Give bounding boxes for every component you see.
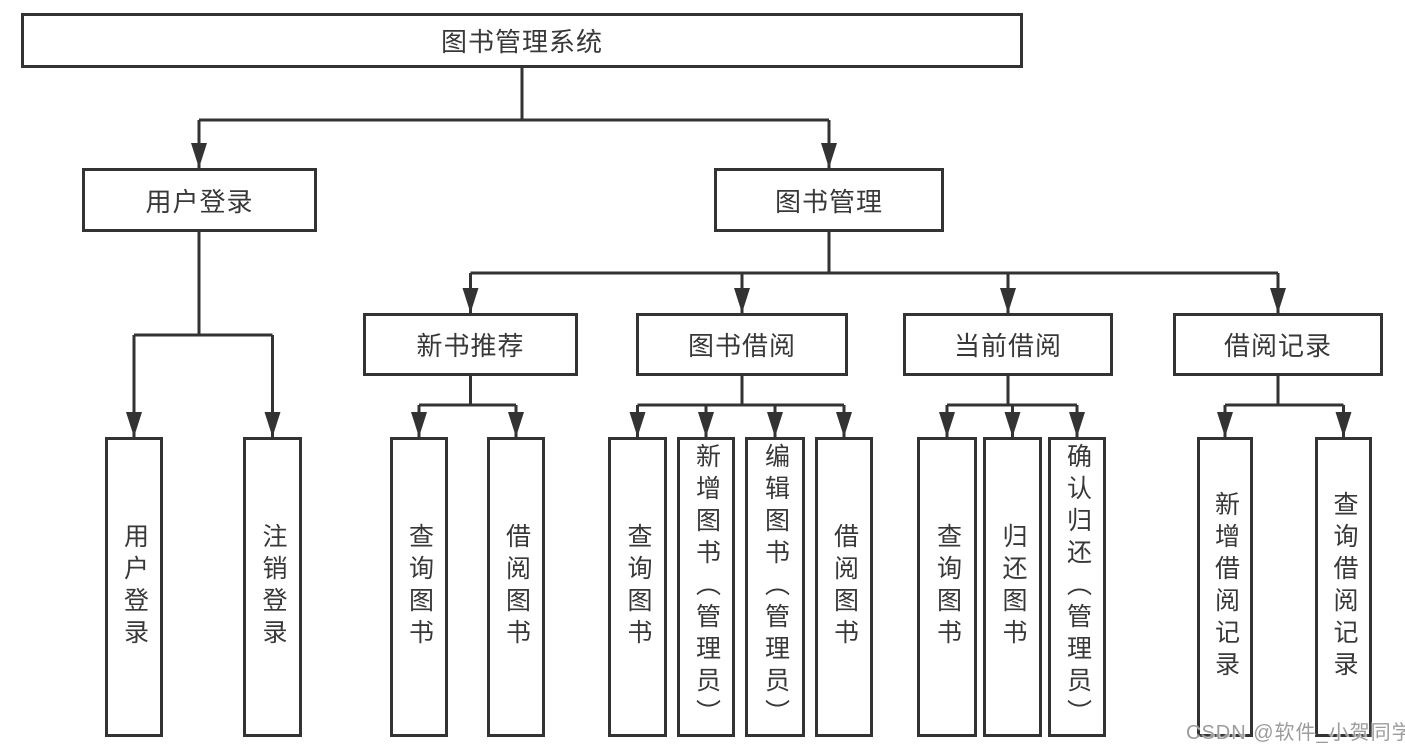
leaf-add-borrow-record-label: 新增借阅记录 [1211,491,1240,683]
leaf-edit-books-admin-label: 编辑图书（管理员） [761,443,790,731]
leaf-user-login-label: 用户登录 [120,523,149,651]
leaf-add-books-admin: 新增图书（管理员） [677,437,735,737]
connector-user-login-branch [126,232,281,437]
leaf-logout-login: 注销登录 [243,437,302,737]
leaf-edit-books-admin: 编辑图书（管理员） [745,437,805,737]
leaf-logout-login-label: 注销登录 [259,523,287,651]
leaf-add-books-admin-label: 新增图书（管理员） [692,443,721,731]
leaf-add-borrow-record: 新增借阅记录 [1197,437,1253,737]
node-book-management: 图书管理 [714,168,944,232]
leaf-borrowing-borrow-books: 借阅图书 [815,437,873,737]
connector-root-branch [191,68,837,168]
leaf-return-books: 归还图书 [983,437,1042,737]
node-user-login: 用户登录 [82,168,317,232]
leaf-borrowing-borrow-books-label: 借阅图书 [830,523,859,651]
leaf-newbook-borrow-books-label: 借阅图书 [502,523,531,651]
node-book-borrowing: 图书借阅 [636,313,848,376]
leaf-user-login: 用户登录 [105,437,163,737]
connector-borrowing-records-branch [1217,376,1352,437]
leaf-newbook-query-books: 查询图书 [390,437,448,737]
node-borrowing-records: 借阅记录 [1173,313,1383,376]
node-root-library-system: 图书管理系统 [21,13,1023,68]
connector-current-borrowing-branch [939,376,1085,437]
leaf-current-query-books-label: 查询图书 [933,523,962,651]
node-current-borrowing: 当前借阅 [903,313,1113,376]
leaf-query-borrow-record-label: 查询借阅记录 [1330,491,1358,683]
connector-book-borrowing-branch [629,376,852,437]
node-new-book-recommendation: 新书推荐 [363,313,578,376]
leaf-confirm-return-admin: 确认归还（管理员） [1048,437,1106,737]
leaf-borrowing-query-books: 查询图书 [608,437,667,737]
leaf-query-borrow-record: 查询借阅记录 [1315,437,1372,737]
connector-book-management-branch [462,232,1286,313]
leaf-borrowing-query-books-label: 查询图书 [624,523,652,651]
connector-new-book-branch [411,376,524,437]
leaf-newbook-query-books-label: 查询图书 [405,523,434,651]
csdn-watermark: CSDN @软件_小贺同学 [1186,722,1405,744]
leaf-current-query-books: 查询图书 [917,437,977,737]
leaf-return-books-label: 归还图书 [999,523,1027,651]
leaf-confirm-return-admin-label: 确认归还（管理员） [1063,443,1092,731]
leaf-newbook-borrow-books: 借阅图书 [487,437,545,737]
